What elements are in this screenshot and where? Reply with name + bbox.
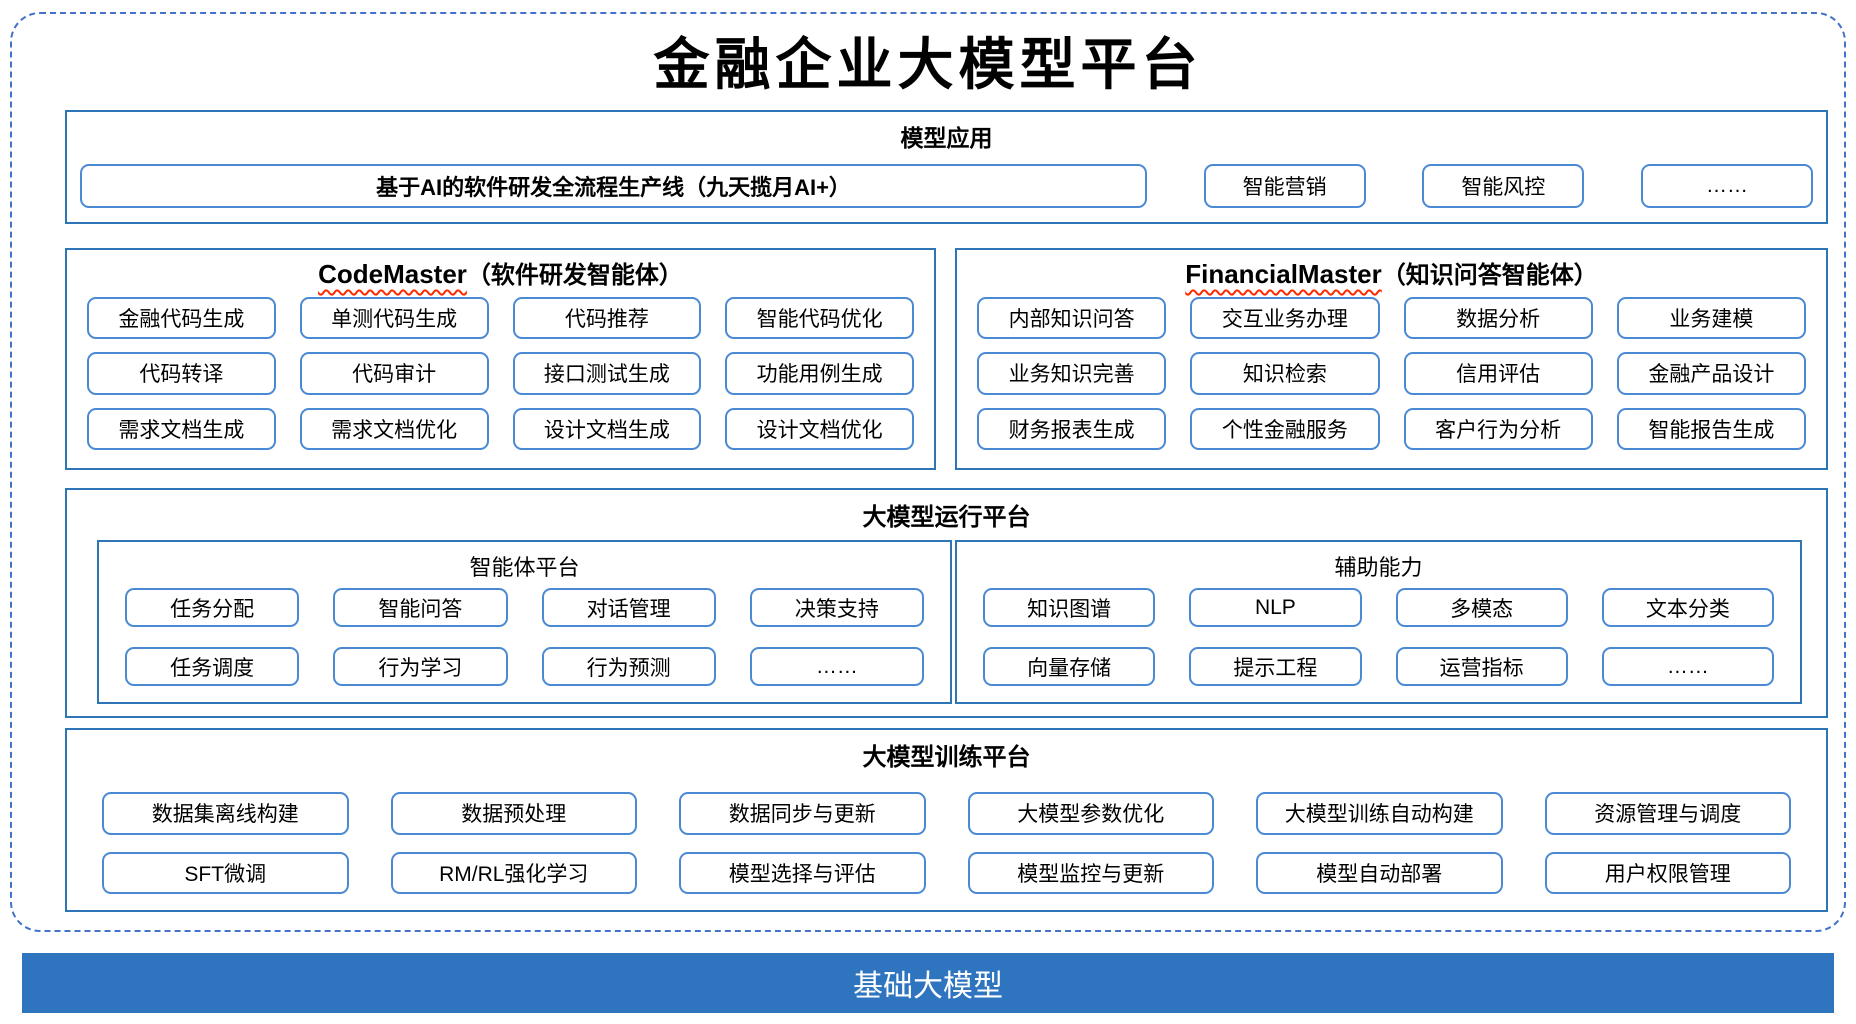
capability-box: 行为预测 bbox=[541, 647, 716, 686]
capability-box: 数据预处理 bbox=[390, 792, 637, 835]
capability-box: 内部知识问答 bbox=[977, 297, 1167, 340]
capability-box: 大模型参数优化 bbox=[967, 792, 1214, 835]
capability-box: 行为学习 bbox=[333, 647, 508, 686]
capability-box: 需求文档优化 bbox=[299, 407, 489, 450]
capability-box: 资源管理与调度 bbox=[1544, 792, 1791, 835]
section-model-applications: 模型应用 基于AI的软件研发全流程生产线（九天揽月AI+） 智能营销 智能风控 … bbox=[65, 110, 1828, 224]
codemaster-header-en: CodeMaster bbox=[318, 259, 467, 289]
aux-capabilities-grid: 知识图谱 NLP 多模态 文本分类 向量存储 提示工程 运营指标 …… bbox=[983, 588, 1774, 686]
page-title: 金融企业大模型平台 bbox=[653, 35, 1203, 97]
capability-box: 单测代码生成 bbox=[299, 297, 489, 340]
capability-box: 模型选择与评估 bbox=[679, 851, 926, 894]
financialmaster-header-cn: （知识问答智能体） bbox=[1381, 262, 1598, 289]
capability-box: 大模型训练自动构建 bbox=[1256, 792, 1503, 835]
capability-box: 代码审计 bbox=[299, 352, 489, 395]
capability-box: 多模态 bbox=[1395, 588, 1568, 627]
financialmaster-grid: 内部知识问答 交互业务办理 数据分析 业务建模 业务知识完善 知识检索 信用评估… bbox=[977, 297, 1806, 450]
capability-box: 客户行为分析 bbox=[1403, 407, 1593, 450]
agent-platform-grid: 任务分配 智能问答 对话管理 决策支持 任务调度 行为学习 行为预测 …… bbox=[125, 588, 924, 686]
training-platform-title: 大模型训练平台 bbox=[862, 744, 1031, 771]
capability-box: 信用评估 bbox=[1403, 352, 1593, 395]
capability-box: 接口测试生成 bbox=[512, 352, 702, 395]
section-runtime-platform: 大模型运行平台 智能体平台 任务分配 智能问答 对话管理 决策支持 任务调度 行… bbox=[65, 488, 1828, 718]
app-box: 智能风控 bbox=[1422, 164, 1585, 208]
capability-box: 业务知识完善 bbox=[977, 352, 1167, 395]
section-financialmaster: FinancialMaster（知识问答智能体） 内部知识问答 交互业务办理 数… bbox=[955, 248, 1828, 470]
capability-box: 向量存储 bbox=[983, 647, 1156, 686]
capability-box: 个性金融服务 bbox=[1190, 407, 1380, 450]
foundation-model-bar: 基础大模型 bbox=[22, 953, 1834, 1013]
capability-box: SFT微调 bbox=[102, 851, 349, 894]
capability-box: 代码转译 bbox=[87, 352, 276, 395]
capability-box: 模型监控与更新 bbox=[967, 851, 1214, 894]
capability-box: 设计文档生成 bbox=[512, 407, 702, 450]
training-platform-grid: 数据集离线构建 数据预处理 数据同步与更新 大模型参数优化 大模型训练自动构建 … bbox=[102, 792, 1791, 894]
agent-platform-title: 智能体平台 bbox=[469, 555, 580, 580]
aux-capabilities-title: 辅助能力 bbox=[1334, 555, 1423, 580]
capability-box: 需求文档生成 bbox=[87, 407, 276, 450]
capability-box: 决策支持 bbox=[749, 588, 924, 627]
capability-box: 数据分析 bbox=[1403, 297, 1593, 340]
capability-box: 代码推荐 bbox=[512, 297, 702, 340]
capability-box: 数据集离线构建 bbox=[102, 792, 349, 835]
foundation-model-label: 基础大模型 bbox=[853, 970, 1003, 1003]
runtime-platform-title: 大模型运行平台 bbox=[862, 504, 1031, 531]
capability-box: 提示工程 bbox=[1189, 647, 1362, 686]
platform-dashed-frame bbox=[10, 12, 1846, 932]
capability-box: 设计文档优化 bbox=[725, 407, 914, 450]
capability-box: 数据同步与更新 bbox=[679, 792, 926, 835]
capability-box: 智能代码优化 bbox=[725, 297, 914, 340]
capability-box: 知识检索 bbox=[1190, 352, 1380, 395]
app-box: 智能营销 bbox=[1203, 164, 1366, 208]
codemaster-grid: 金融代码生成 单测代码生成 代码推荐 智能代码优化 代码转译 代码审计 接口测试… bbox=[87, 297, 914, 450]
capability-box: 业务建模 bbox=[1616, 297, 1806, 340]
capability-box: 财务报表生成 bbox=[977, 407, 1167, 450]
capability-box: NLP bbox=[1189, 588, 1362, 627]
capability-box: 任务调度 bbox=[125, 647, 300, 686]
capability-box: 金融代码生成 bbox=[87, 297, 276, 340]
capability-box-ellipsis: …… bbox=[749, 647, 924, 686]
app-box-ellipsis: …… bbox=[1640, 164, 1813, 208]
app-pipeline-box: 基于AI的软件研发全流程生产线（九天揽月AI+） bbox=[80, 164, 1147, 208]
capability-box: 对话管理 bbox=[541, 588, 716, 627]
financialmaster-header: FinancialMaster（知识问答智能体） bbox=[957, 255, 1826, 290]
model-applications-row: 基于AI的软件研发全流程生产线（九天揽月AI+） 智能营销 智能风控 …… bbox=[80, 164, 1813, 208]
section-codemaster: CodeMaster（软件研发智能体） 金融代码生成 单测代码生成 代码推荐 智… bbox=[65, 248, 936, 470]
capability-box: 智能报告生成 bbox=[1616, 407, 1806, 450]
financialmaster-header-en: FinancialMaster bbox=[1185, 259, 1382, 289]
capability-box: 任务分配 bbox=[125, 588, 300, 627]
capability-box: 用户权限管理 bbox=[1544, 851, 1791, 894]
section-model-applications-title: 模型应用 bbox=[900, 125, 993, 151]
capability-box: 知识图谱 bbox=[983, 588, 1156, 627]
capability-box: 文本分类 bbox=[1601, 588, 1774, 627]
agent-platform-box: 智能体平台 任务分配 智能问答 对话管理 决策支持 任务调度 行为学习 行为预测… bbox=[97, 540, 952, 704]
capability-box: 运营指标 bbox=[1395, 647, 1568, 686]
capability-box: 交互业务办理 bbox=[1190, 297, 1380, 340]
capability-box: 金融产品设计 bbox=[1616, 352, 1806, 395]
aux-capabilities-box: 辅助能力 知识图谱 NLP 多模态 文本分类 向量存储 提示工程 运营指标 …… bbox=[955, 540, 1802, 704]
codemaster-header-cn: （软件研发智能体） bbox=[466, 262, 683, 289]
section-training-platform: 大模型训练平台 数据集离线构建 数据预处理 数据同步与更新 大模型参数优化 大模… bbox=[65, 728, 1828, 912]
capability-box-ellipsis: …… bbox=[1601, 647, 1774, 686]
capability-box: 模型自动部署 bbox=[1256, 851, 1503, 894]
capability-box: RM/RL强化学习 bbox=[390, 851, 637, 894]
capability-box: 智能问答 bbox=[333, 588, 508, 627]
codemaster-header: CodeMaster（软件研发智能体） bbox=[67, 255, 934, 290]
capability-box: 功能用例生成 bbox=[725, 352, 914, 395]
